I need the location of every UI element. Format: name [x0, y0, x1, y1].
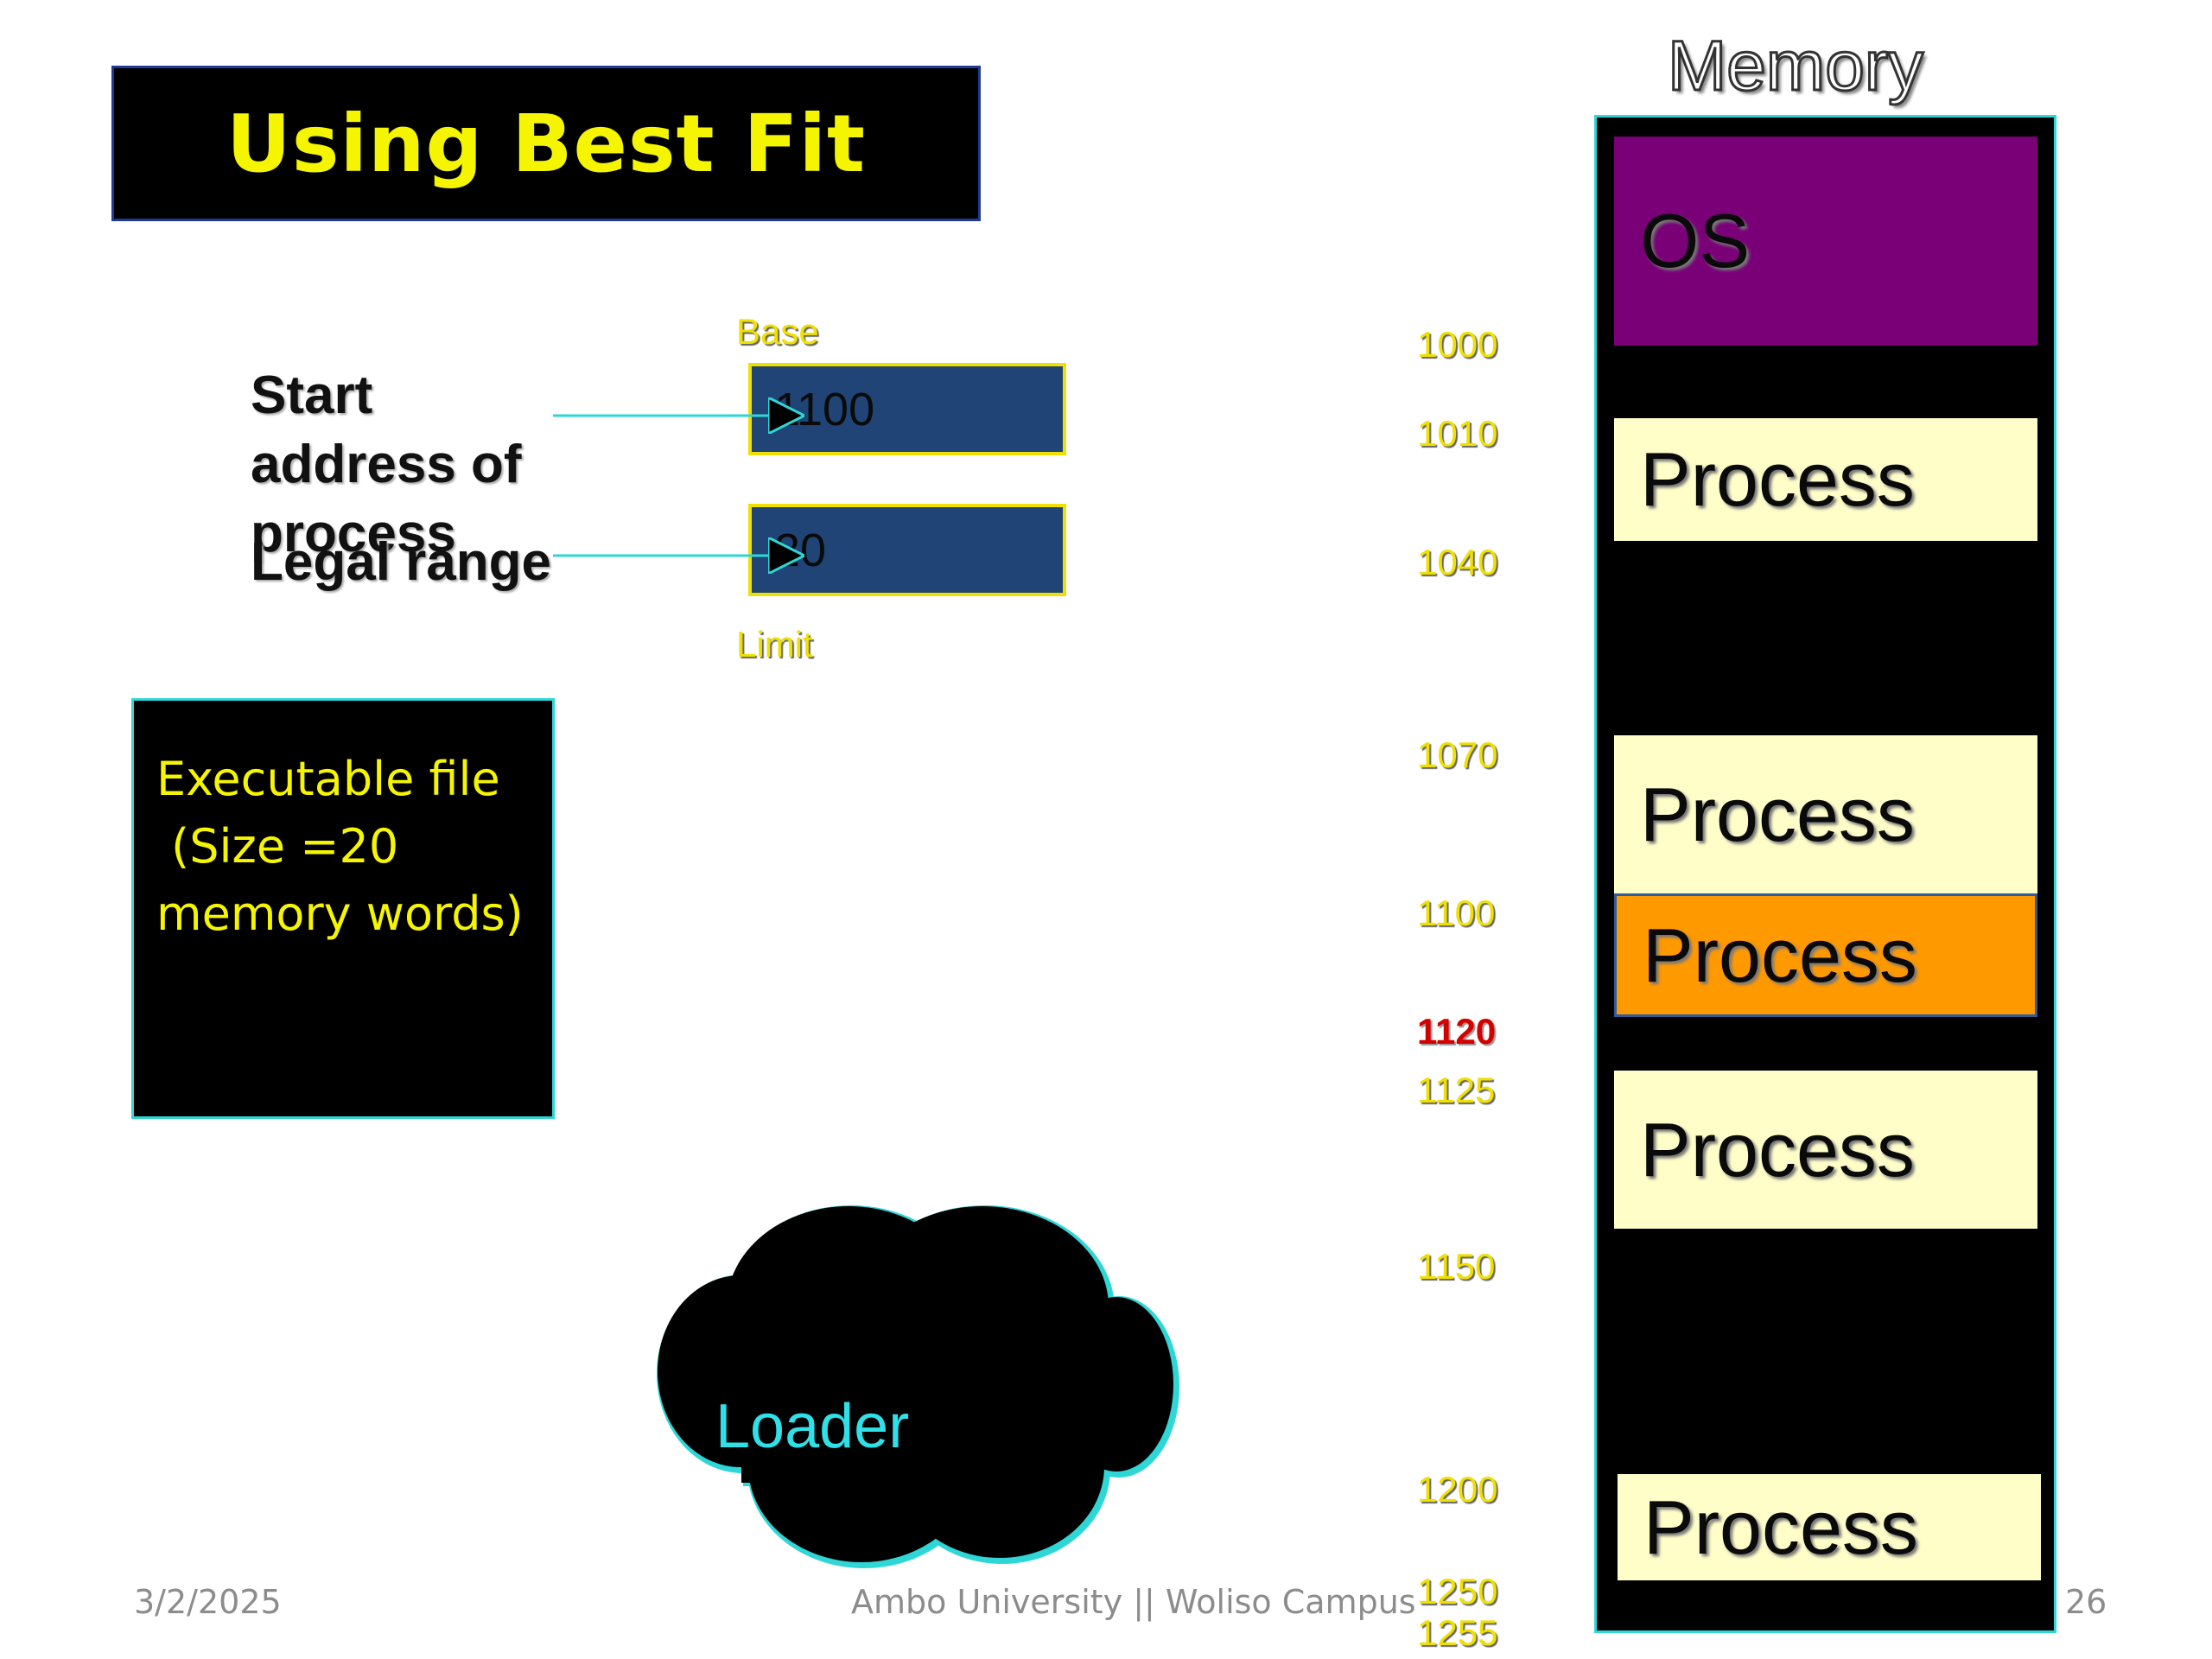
block-label: Process: [1640, 771, 1915, 857]
address-label: 1250: [1417, 1571, 1498, 1611]
executable-file-box: Executable file (Size =20 memory words): [131, 698, 555, 1119]
title-banner: Using Best Fit: [111, 66, 981, 221]
limit-caption: Limit: [736, 624, 813, 664]
memory-block-process: Process: [1618, 1474, 2041, 1580]
legal-range-label: Legal range: [251, 532, 551, 592]
memory-block-process: Process: [1614, 418, 2037, 541]
slide-title: Using Best Fit: [226, 97, 867, 190]
executable-line: (Size =20: [156, 819, 399, 874]
page-number: 26: [2065, 1583, 2107, 1621]
address-label: 1010: [1417, 413, 1498, 454]
executable-line: Executable file: [156, 752, 500, 806]
block-label: Process: [1643, 912, 1917, 998]
address-label-highlight: 1120: [1417, 1011, 1497, 1052]
footer-center: Ambo University || Woliso Campus: [851, 1583, 1416, 1621]
block-label: OS: [1640, 198, 1751, 283]
address-label: 1100: [1417, 893, 1496, 933]
address-label: 1040: [1417, 542, 1498, 582]
loader-cloud: [657, 1205, 1179, 1568]
memory-block-os: OS: [1614, 137, 2037, 346]
address-label: 1150: [1417, 1246, 1496, 1287]
loader-label: Loader: [715, 1392, 910, 1461]
memory-block-process: Process: [1614, 735, 2037, 893]
address-label: 1255: [1417, 1612, 1498, 1653]
memory-column: OS Process Process Process Process Proce…: [1594, 115, 2056, 1633]
address-label: 1070: [1417, 734, 1498, 775]
memory-block-new-process: Process: [1614, 893, 2037, 1017]
footer-date: 3/2/2025: [134, 1583, 282, 1621]
address-label: 1125: [1417, 1070, 1496, 1110]
memory-block-process: Process: [1614, 1071, 2037, 1229]
memory-title: Memory: [1666, 26, 1924, 107]
block-label: Process: [1643, 1484, 1918, 1570]
address-label: 1000: [1417, 324, 1498, 365]
start-address-label: Start address of process: [251, 365, 522, 563]
base-caption: Base: [736, 311, 819, 352]
address-label: 1200: [1417, 1469, 1498, 1510]
block-label: Process: [1640, 1106, 1915, 1192]
executable-line: memory words): [156, 887, 524, 941]
block-label: Process: [1640, 436, 1915, 522]
